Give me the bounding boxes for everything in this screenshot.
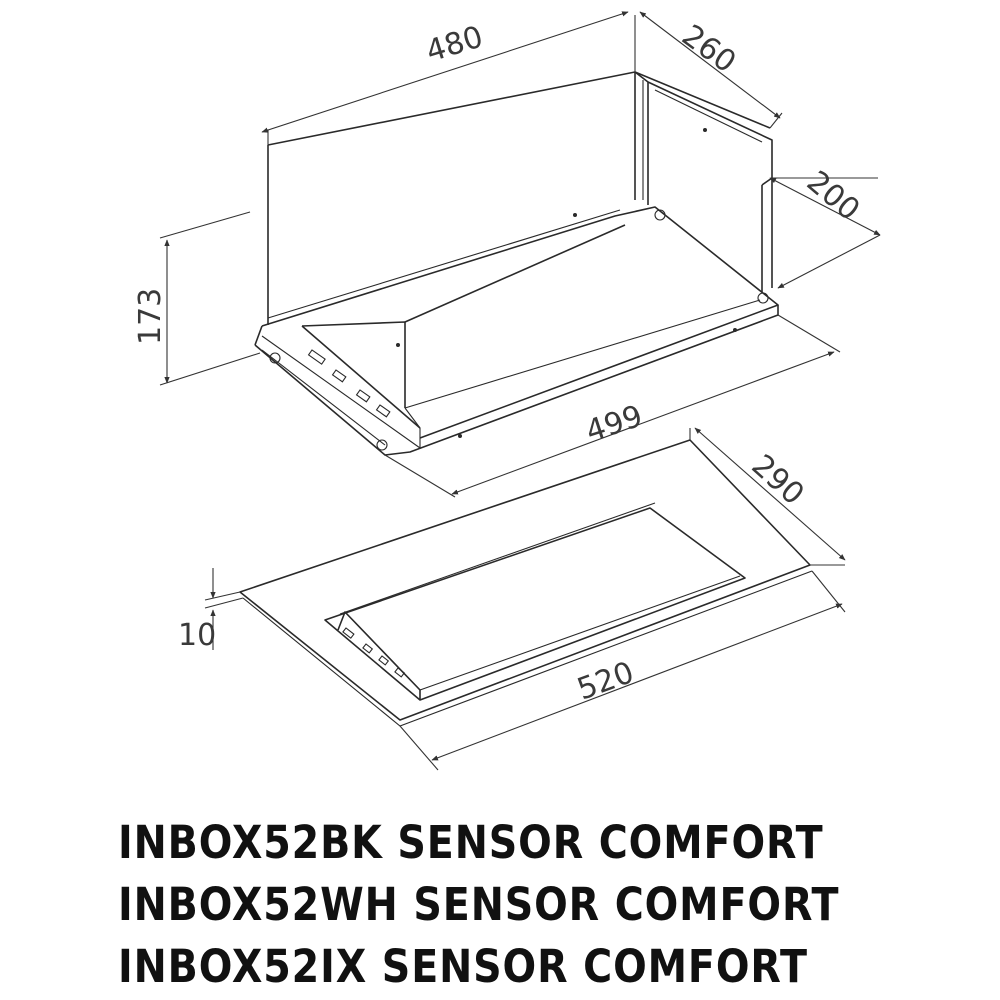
model-list: INBOX52BK SENSOR COMFORT INBOX52WH SENSO…: [118, 812, 978, 998]
technical-drawing: 480 260 200 173 499 290 10: [133, 11, 881, 771]
dimension-label-260: 260: [675, 18, 742, 80]
model-name-bk: INBOX52BK SENSOR COMFORT: [118, 816, 824, 869]
dimension-label-480: 480: [422, 19, 487, 69]
dimension-290: 290: [689, 427, 846, 566]
hood-body: [254, 71, 779, 456]
front-panel: [239, 439, 813, 727]
dimension-10: 10: [178, 568, 244, 653]
dimension-label-499: 499: [582, 399, 647, 450]
dimension-520: 520: [399, 570, 846, 771]
dimension-200: 200: [769, 164, 881, 289]
dimension-label-520: 520: [573, 655, 639, 707]
dimension-label-10: 10: [178, 618, 216, 653]
dimension-480: 480: [261, 11, 636, 145]
dimension-label-173: 173: [133, 288, 168, 345]
dimension-label-200: 200: [800, 164, 866, 228]
dimension-label-290: 290: [745, 448, 811, 512]
model-name-ix: INBOX52IX SENSOR COMFORT: [118, 940, 808, 993]
dimension-173: 173: [133, 211, 261, 386]
model-name-wh: INBOX52WH SENSOR COMFORT: [118, 878, 840, 931]
